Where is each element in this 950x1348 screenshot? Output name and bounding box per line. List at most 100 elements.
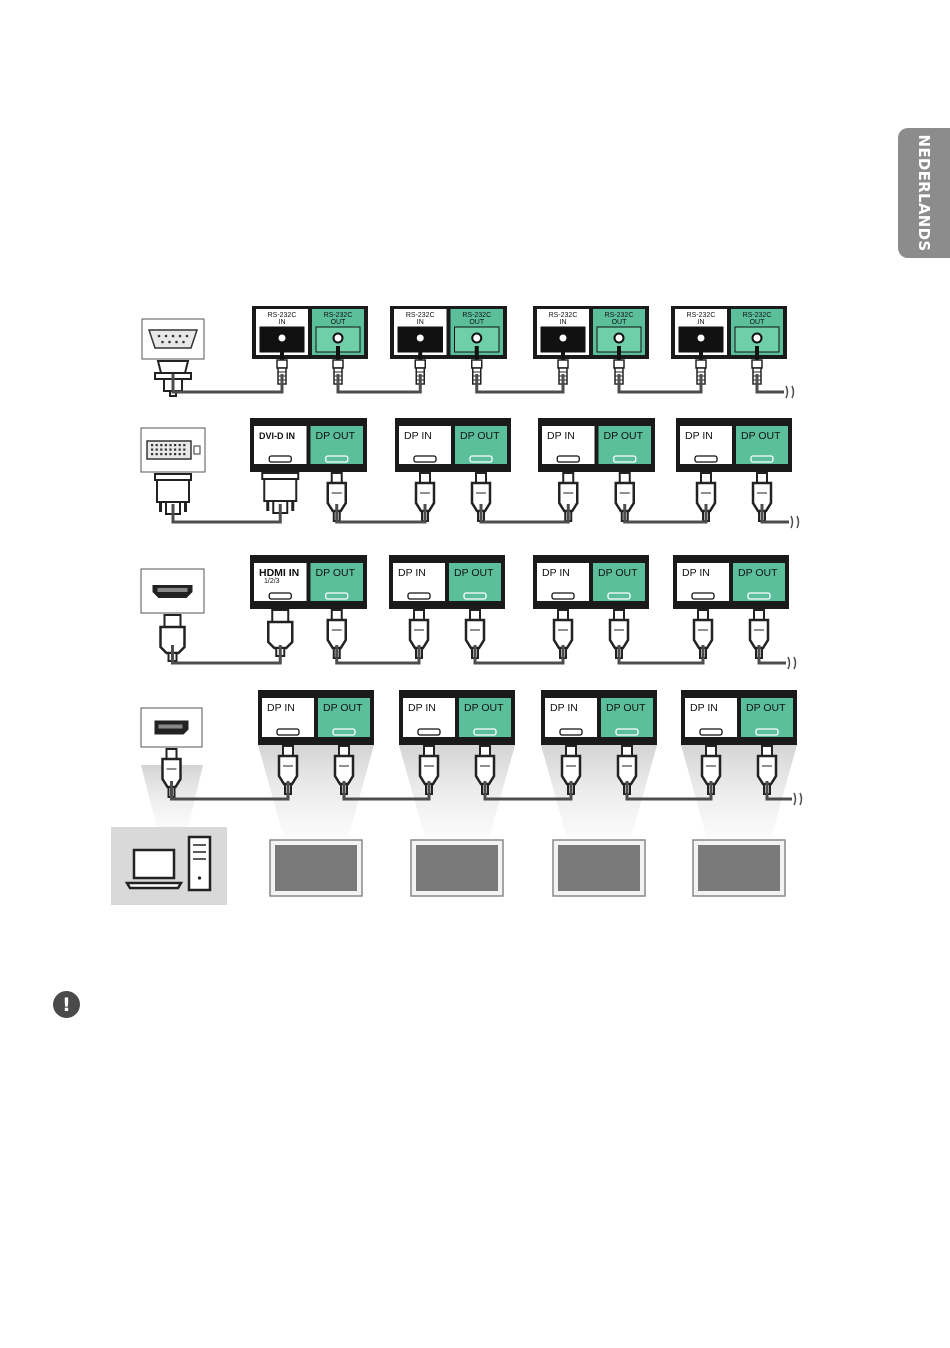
beam-4	[681, 745, 797, 838]
hdmi-port-icon	[141, 569, 204, 613]
cable-break-icon	[786, 386, 794, 398]
port-in-dvi-2: DP IN	[399, 426, 451, 464]
port-label-line1: RS-232C	[324, 312, 353, 319]
cable-break-icon	[788, 657, 796, 669]
port-label-line2: OUT	[612, 319, 628, 326]
port-out-hdmi-2: DP OUT	[449, 563, 501, 601]
cable-rs232	[173, 374, 794, 398]
port-label: DP IN	[682, 567, 710, 579]
port-out-dp-1: DP OUT	[318, 698, 370, 737]
port-label-line2: IN	[698, 319, 705, 326]
monitor-panel-dvi-4: DP IN DP OUT	[676, 418, 792, 521]
port-out-hdmi-3: DP OUT	[593, 563, 645, 601]
port-label: DP IN	[404, 430, 432, 442]
port-label-line2: IN	[279, 319, 286, 326]
cable-break-icon	[791, 516, 799, 528]
port-label-line1: RS-232C	[268, 312, 297, 319]
beam-2	[399, 745, 515, 838]
port-label: DP OUT	[454, 567, 494, 579]
port-label: DP OUT	[316, 567, 356, 579]
port-out-dvi-1: DP OUT	[311, 426, 364, 464]
monitor-panel-dvi-2: DP IN DP OUT	[395, 418, 511, 521]
port-label: DP OUT	[746, 702, 786, 714]
connection-row-hdmi: HDMI IN1/2/3 DP OUT DP IN DP OUT DP IN DP OUT…	[141, 555, 796, 669]
port-label-line1: RS-232C	[687, 312, 716, 319]
beam-3	[541, 745, 657, 838]
port-label: DP IN	[398, 567, 426, 579]
monitor-panel-dvi-3: DP IN DP OUT	[538, 418, 655, 521]
display-screen-4	[693, 840, 785, 896]
port-label-line2: OUT	[331, 319, 347, 326]
port-label: DP OUT	[460, 430, 500, 442]
port-label: DP OUT	[604, 430, 644, 442]
connection-row-rs232: RS-232CINRS-232COUTRS-232CINRS-232COUTRS…	[142, 306, 794, 398]
port-out-dp-4: DP OUT	[741, 698, 793, 737]
port-label: DP OUT	[738, 567, 778, 579]
dvi-port-icon	[141, 428, 205, 472]
port-out-dvi-4: DP OUT	[736, 426, 788, 464]
projection-beams	[141, 745, 797, 838]
port-label: DP IN	[547, 430, 575, 442]
port-out-hdmi-4: DP OUT	[733, 563, 785, 601]
port-label: DP OUT	[741, 430, 781, 442]
laptop-icon	[127, 850, 181, 888]
port-label: DP IN	[267, 702, 295, 714]
port-label-line1: RS-232C	[406, 312, 435, 319]
port-label: DP IN	[542, 567, 570, 579]
port-out-dp-2: DP OUT	[459, 698, 511, 737]
port-in-dvi-1: DVI-D IN	[254, 426, 307, 464]
port-label-line1: RS-232C	[462, 312, 491, 319]
port-out-dp-3: DP OUT	[601, 698, 653, 737]
port-in-dp-1: DP IN	[262, 698, 314, 737]
port-label: DP IN	[408, 702, 436, 714]
beam-1	[258, 745, 374, 838]
port-out-dvi-2: DP OUT	[455, 426, 507, 464]
port-label-line1: RS-232C	[549, 312, 578, 319]
port-label-line2: IN	[417, 319, 424, 326]
port-label-line2: OUT	[469, 319, 485, 326]
note-symbol: !	[53, 994, 80, 1016]
port-label: DP IN	[550, 702, 578, 714]
port-in-dp-2: DP IN	[403, 698, 455, 737]
note-exclamation-icon: !	[53, 991, 80, 1018]
display-screen-3	[553, 840, 645, 896]
monitor-panel-hdmi-3: DP IN DP OUT	[533, 555, 649, 658]
port-label: DP OUT	[323, 702, 363, 714]
port-label: DP OUT	[316, 430, 356, 442]
monitor-panel-hdmi-2: DP IN DP OUT	[389, 555, 505, 658]
port-label-line2: IN	[560, 319, 567, 326]
port-label-line2: OUT	[750, 319, 766, 326]
cable-hdmi	[173, 645, 796, 669]
port-label: DP OUT	[598, 567, 638, 579]
desktop-tower-icon	[189, 837, 210, 890]
port-label-sub: 1/2/3	[264, 578, 280, 585]
cable-break-icon	[794, 793, 802, 805]
port-label: DP IN	[685, 430, 713, 442]
port-label-line1: RS-232C	[605, 312, 634, 319]
port-in-dp-3: DP IN	[545, 698, 597, 737]
monitor-panel-hdmi-1: HDMI IN1/2/3 DP OUT	[250, 555, 367, 658]
display-screen-1	[270, 840, 362, 896]
monitor-panel-dvi-1: DVI-D IN DP OUT	[250, 418, 367, 521]
source-pc-box	[111, 827, 227, 905]
displayport-icon	[141, 708, 202, 747]
serial-port-icon	[142, 319, 204, 359]
port-label: DP IN	[690, 702, 718, 714]
port-out-hdmi-1: DP OUT	[311, 563, 364, 601]
port-in-hdmi-1: HDMI IN1/2/3	[254, 563, 307, 601]
port-label: DVI-D IN	[259, 431, 295, 441]
port-label: DP OUT	[606, 702, 646, 714]
port-in-dvi-4: DP IN	[680, 426, 732, 464]
monitor-panel-hdmi-4: DP IN DP OUT	[673, 555, 789, 658]
display-screen-2	[411, 840, 503, 896]
port-in-hdmi-3: DP IN	[537, 563, 589, 601]
port-in-dp-4: DP IN	[685, 698, 737, 737]
port-in-hdmi-2: DP IN	[393, 563, 445, 601]
port-label-line1: RS-232C	[743, 312, 772, 319]
port-in-dvi-3: DP IN	[542, 426, 595, 464]
